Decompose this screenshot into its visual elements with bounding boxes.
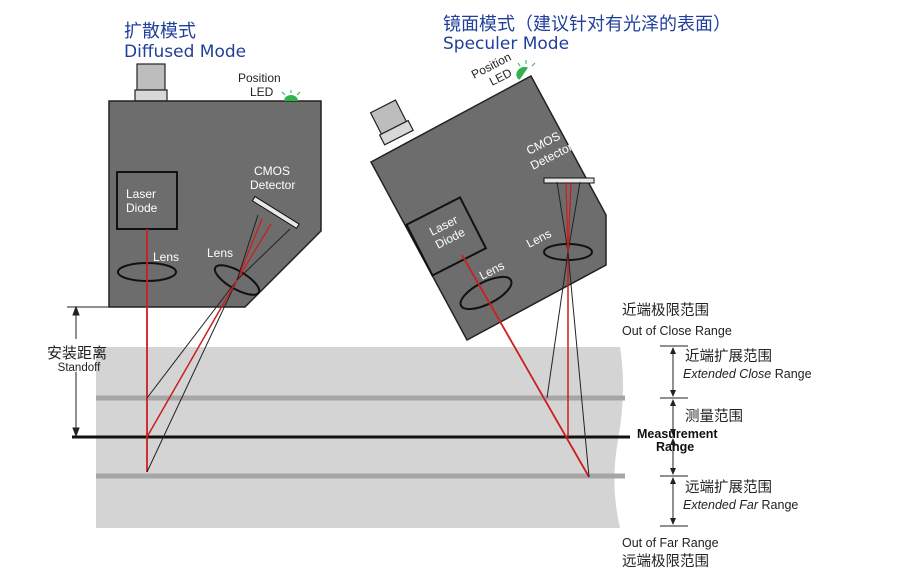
diffused-cmos-label: CMOS xyxy=(254,164,290,178)
ext-close-en-italic: Extended Close xyxy=(683,367,771,381)
specular-laser-diode xyxy=(405,196,488,277)
measure-en-1: Measurement xyxy=(637,427,718,441)
specular-beams xyxy=(461,181,590,478)
measure-cn: 测量范围 xyxy=(685,408,743,425)
standoff-label-cn: 安装距离 xyxy=(47,344,107,362)
ext-far-cn: 远端扩展范围 xyxy=(685,479,772,496)
close-out-cn: 近端极限范围 xyxy=(622,302,709,319)
specular-title-cn: 镜面模式（建议针对有光泽的表面） xyxy=(443,14,731,35)
ext-far-en-italic: Extended Far xyxy=(683,498,759,512)
specular-connector xyxy=(369,99,414,146)
diffused-detector-label: Detector xyxy=(250,178,295,192)
diffused-title-en: Diffused Mode xyxy=(124,42,246,62)
specular-cmos-detector xyxy=(543,177,595,184)
ext-far-en: Extended Far Range xyxy=(683,498,798,512)
standoff-label-en: Standoff xyxy=(58,362,101,374)
standoff-dimension xyxy=(67,305,110,438)
diffused-detector-lens-label: Lens xyxy=(207,246,233,260)
far-out-en: Out of Far Range xyxy=(622,536,719,550)
diffused-lens-label: Lens xyxy=(153,250,179,264)
diffused-cmos-detector xyxy=(251,195,300,230)
ext-close-en: Extended Close Range xyxy=(683,367,812,381)
diffused-diode-label: Diode xyxy=(126,201,158,215)
specular-led-icon xyxy=(516,66,528,80)
specular-led-rays xyxy=(517,60,536,67)
far-out-cn: 远端极限范围 xyxy=(622,553,709,570)
diffused-laser-label: Laser xyxy=(126,187,156,201)
diffused-led-icon xyxy=(284,95,298,101)
diffused-title-cn: 扩散模式 xyxy=(124,21,196,42)
close-out-en: Out of Close Range xyxy=(622,324,732,338)
measure-en-2: Range xyxy=(656,440,694,454)
diffused-laser-diode xyxy=(116,171,178,230)
diffused-beams xyxy=(146,214,291,473)
diffused-connector xyxy=(134,63,168,102)
specular-title-en: Speculer Mode xyxy=(443,34,569,54)
ext-close-cn: 近端扩展范围 xyxy=(685,348,772,365)
diffused-led-rays xyxy=(281,90,301,96)
specular-sensor-body xyxy=(369,74,607,342)
diffused-position-label: Position xyxy=(238,71,281,85)
diffused-led-label: LED xyxy=(250,85,274,99)
range-dimensions xyxy=(660,345,688,527)
ext-far-en-plain: Range xyxy=(758,498,798,512)
specular-lens xyxy=(459,275,513,311)
ext-close-en-plain: Range xyxy=(771,367,811,381)
